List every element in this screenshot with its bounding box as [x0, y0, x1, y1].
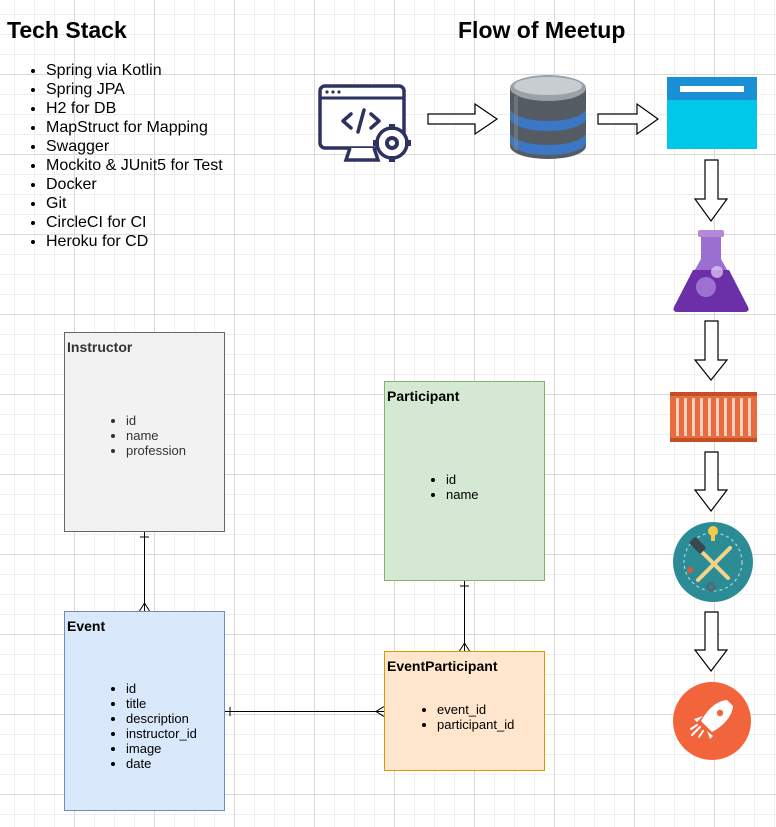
tech-item: Swagger — [46, 137, 223, 156]
entity-title: EventParticipant — [387, 658, 498, 674]
tech-item: Docker — [46, 175, 223, 194]
entity-field: profession — [126, 443, 186, 458]
arrow-down-icon — [693, 159, 729, 223]
entity-title: Event — [67, 618, 106, 634]
entity-field: title — [126, 696, 197, 711]
entity-field: date — [126, 756, 197, 771]
flow-arrows — [427, 102, 729, 672]
entity-fields: id title description instructor_id image… — [107, 681, 197, 771]
entity-field: id — [126, 681, 197, 696]
container-icon — [670, 392, 757, 442]
tech-stack-title: Tech Stack — [7, 17, 127, 43]
entity-field: id — [446, 472, 479, 487]
tech-item: Spring JPA — [46, 80, 223, 99]
relation-instructor-event — [139, 532, 150, 612]
flask-icon — [673, 230, 749, 312]
entity-fields: event_id participant_id — [418, 702, 514, 732]
code-settings-icon — [318, 84, 411, 162]
entity-field: name — [446, 487, 479, 502]
tech-item: Heroku for CD — [46, 232, 223, 251]
tech-item: MapStruct for Mapping — [46, 118, 223, 137]
entity-fields: id name profession — [107, 413, 186, 458]
entity-field: instructor_id — [126, 726, 197, 741]
participant-entity[interactable]: Participant id name — [384, 381, 545, 581]
entity-field: participant_id — [437, 717, 514, 732]
tech-item: Mockito & JUnit5 for Test — [46, 156, 223, 175]
tech-stack-list: Spring via Kotlin Spring JPA H2 for DB M… — [27, 61, 223, 251]
arrow-right-icon — [427, 102, 499, 136]
browser-window-icon — [667, 77, 757, 149]
database-icon — [510, 75, 586, 159]
entity-field: event_id — [437, 702, 514, 717]
circleci-tools-icon — [673, 522, 753, 602]
arrow-down-icon — [693, 320, 729, 381]
event-participant-entity[interactable]: EventParticipant event_id participant_id — [384, 651, 545, 771]
relation-event-eventparticipant — [225, 706, 385, 717]
entity-field: image — [126, 741, 197, 756]
relation-participant-eventparticipant — [459, 581, 470, 652]
instructor-entity[interactable]: Instructor id name profession — [64, 332, 225, 532]
tech-item: CircleCI for CI — [46, 213, 223, 232]
flow-title: Flow of Meetup — [458, 17, 626, 43]
rocket-icon — [673, 682, 751, 760]
arrow-down-icon — [693, 611, 729, 672]
entity-title: Participant — [387, 388, 460, 404]
event-entity[interactable]: Event id title description instructor_id… — [64, 611, 225, 811]
entity-field: name — [126, 428, 186, 443]
entity-title: Instructor — [67, 339, 133, 355]
arrow-right-icon — [597, 102, 660, 136]
entity-field: description — [126, 711, 197, 726]
entity-fields: id name — [427, 472, 479, 502]
tech-item: Spring via Kotlin — [46, 61, 223, 80]
arrow-down-icon — [693, 451, 729, 512]
entity-field: id — [126, 413, 186, 428]
tech-item: Git — [46, 194, 223, 213]
tech-item: H2 for DB — [46, 99, 223, 118]
